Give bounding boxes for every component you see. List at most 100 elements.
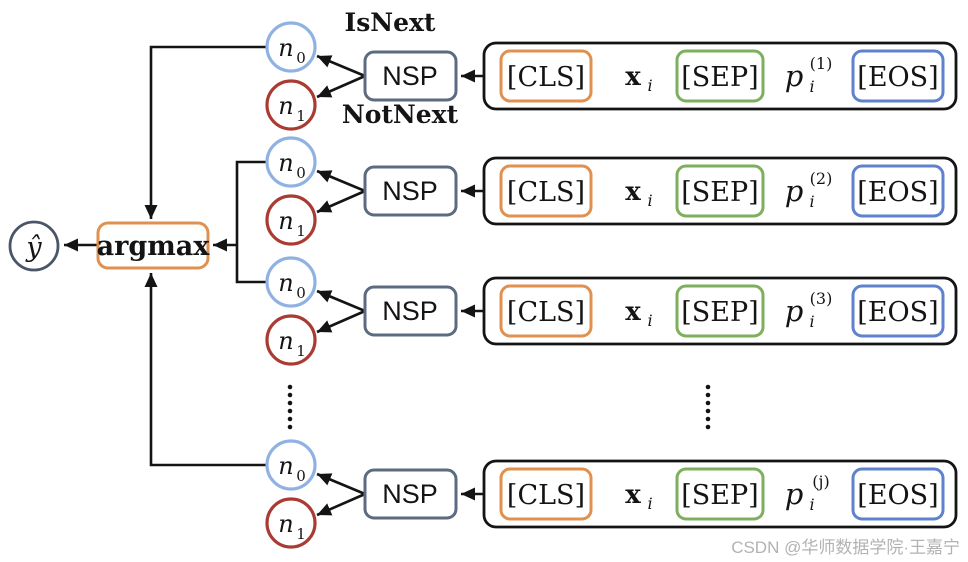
- eos-token-label: [EOS]: [857, 62, 938, 93]
- notnext-label: NotNext: [342, 100, 459, 129]
- argmax-label: argmax: [97, 231, 211, 262]
- ellipsis-left: [287, 384, 293, 430]
- n1-circle: [265, 79, 317, 131]
- n0-sub: 0: [296, 467, 306, 485]
- p-token-sup: (2): [810, 169, 833, 188]
- ellipsis-right: [705, 384, 711, 430]
- connector-row4-to-argmax: [144, 273, 267, 467]
- nsp-label: NSP: [382, 479, 438, 509]
- cls-token-label: [CLS]: [507, 297, 585, 328]
- p-token-sub: i: [809, 192, 814, 211]
- argmax-box: [96, 221, 210, 270]
- x-token-sub: i: [647, 311, 652, 330]
- connector-lines: [64, 45, 267, 467]
- arrow-nsp-n0: [316, 289, 366, 313]
- n1-circle: [265, 314, 317, 366]
- nsp-label: NSP: [382, 61, 438, 91]
- yhat-circle: [8, 220, 60, 272]
- n0-label: n: [278, 452, 293, 480]
- p-token-sub: i: [809, 312, 814, 331]
- nsp-box: [363, 165, 458, 217]
- arrow-nsp-n0: [316, 54, 366, 78]
- sep-token-box: [675, 467, 765, 521]
- n1-sub: 1: [296, 107, 306, 125]
- n1-circle: [265, 497, 317, 549]
- n1-label: n: [278, 510, 293, 538]
- nsp-box: [363, 285, 458, 337]
- p-token: p: [785, 294, 804, 328]
- n1-circle: [265, 194, 317, 246]
- p-token-sup: (1): [810, 54, 833, 73]
- arrow-nsp-n0: [316, 472, 366, 496]
- n0-sub: 0: [296, 49, 306, 67]
- nsp-box: [363, 468, 458, 520]
- cls-token-label: [CLS]: [507, 480, 585, 511]
- connector-bracket-rows23: [235, 160, 267, 284]
- n0-label: n: [278, 149, 293, 177]
- nsp-box: [363, 50, 458, 102]
- nsp-output-arrows: [316, 289, 484, 334]
- n1-sub: 1: [296, 342, 306, 360]
- x-token: x: [625, 177, 641, 207]
- nsp-output-arrows: [316, 169, 484, 214]
- row-1: n 0 n 1 NSP [CLS] x i [SEP] p (1) i [EOS…: [265, 21, 958, 131]
- eos-token-box: [851, 164, 945, 218]
- sep-token-label: [SEP]: [681, 177, 758, 208]
- p-token-sub: i: [809, 495, 814, 514]
- p-token-sup: (3): [810, 289, 833, 308]
- p-token: p: [785, 174, 804, 208]
- argmax-node: argmax: [96, 221, 211, 270]
- arrow-nsp-n1: [316, 309, 366, 334]
- p-token: p: [785, 477, 804, 511]
- n0-sub: 0: [296, 284, 306, 302]
- watermark-text: CSDN @华师数据学院·王嘉宁: [731, 538, 960, 557]
- cls-token-box: [499, 164, 593, 218]
- arrow-nsp-n0: [316, 169, 366, 193]
- sep-token-box: [675, 164, 765, 218]
- p-token: p: [785, 59, 804, 93]
- arrow-nsp-n1: [316, 189, 366, 214]
- x-token: x: [625, 297, 641, 327]
- nsp-output-arrows: [316, 472, 484, 517]
- eos-token-label: [EOS]: [857, 297, 938, 328]
- n1-label: n: [278, 327, 293, 355]
- yhat-node: ŷ: [8, 220, 60, 272]
- connector-row1-to-argmax: [144, 45, 267, 219]
- cls-token-box: [499, 284, 593, 338]
- nsp-label: NSP: [382, 296, 438, 326]
- x-token-sub: i: [647, 191, 652, 210]
- eos-token-box: [851, 467, 945, 521]
- sep-token-box: [675, 284, 765, 338]
- arrow-nsp-n1: [316, 74, 366, 99]
- x-token-sub: i: [647, 76, 652, 95]
- row-3: n 0 n 1 NSP [CLS] x i [SEP] p (3) i [EOS…: [265, 256, 958, 366]
- yhat-label: ŷ: [25, 232, 42, 263]
- n1-label: n: [278, 92, 293, 120]
- n0-circle: [265, 256, 317, 308]
- cls-token-label: [CLS]: [507, 177, 585, 208]
- sep-token-label: [SEP]: [681, 62, 758, 93]
- isnext-label: IsNext: [345, 8, 436, 37]
- nsp-label: NSP: [382, 176, 438, 206]
- n0-circle: [265, 136, 317, 188]
- n1-sub: 1: [296, 525, 306, 543]
- x-token: x: [625, 480, 641, 510]
- arrow-nsp-n1: [316, 492, 366, 517]
- n1-label: n: [278, 207, 293, 235]
- sep-token-box: [675, 49, 765, 103]
- x-token: x: [625, 62, 641, 92]
- cls-token-box: [499, 467, 593, 521]
- p-token-sup: (j): [812, 472, 829, 491]
- n0-label: n: [278, 34, 293, 62]
- n0-circle: [265, 439, 317, 491]
- eos-token-label: [EOS]: [857, 480, 938, 511]
- sep-token-label: [SEP]: [681, 480, 758, 511]
- x-token-sub: i: [647, 494, 652, 513]
- nsp-output-arrows: [316, 54, 484, 99]
- eos-token-box: [851, 49, 945, 103]
- sep-token-label: [SEP]: [681, 297, 758, 328]
- n0-label: n: [278, 269, 293, 297]
- p-token-sub: i: [809, 77, 814, 96]
